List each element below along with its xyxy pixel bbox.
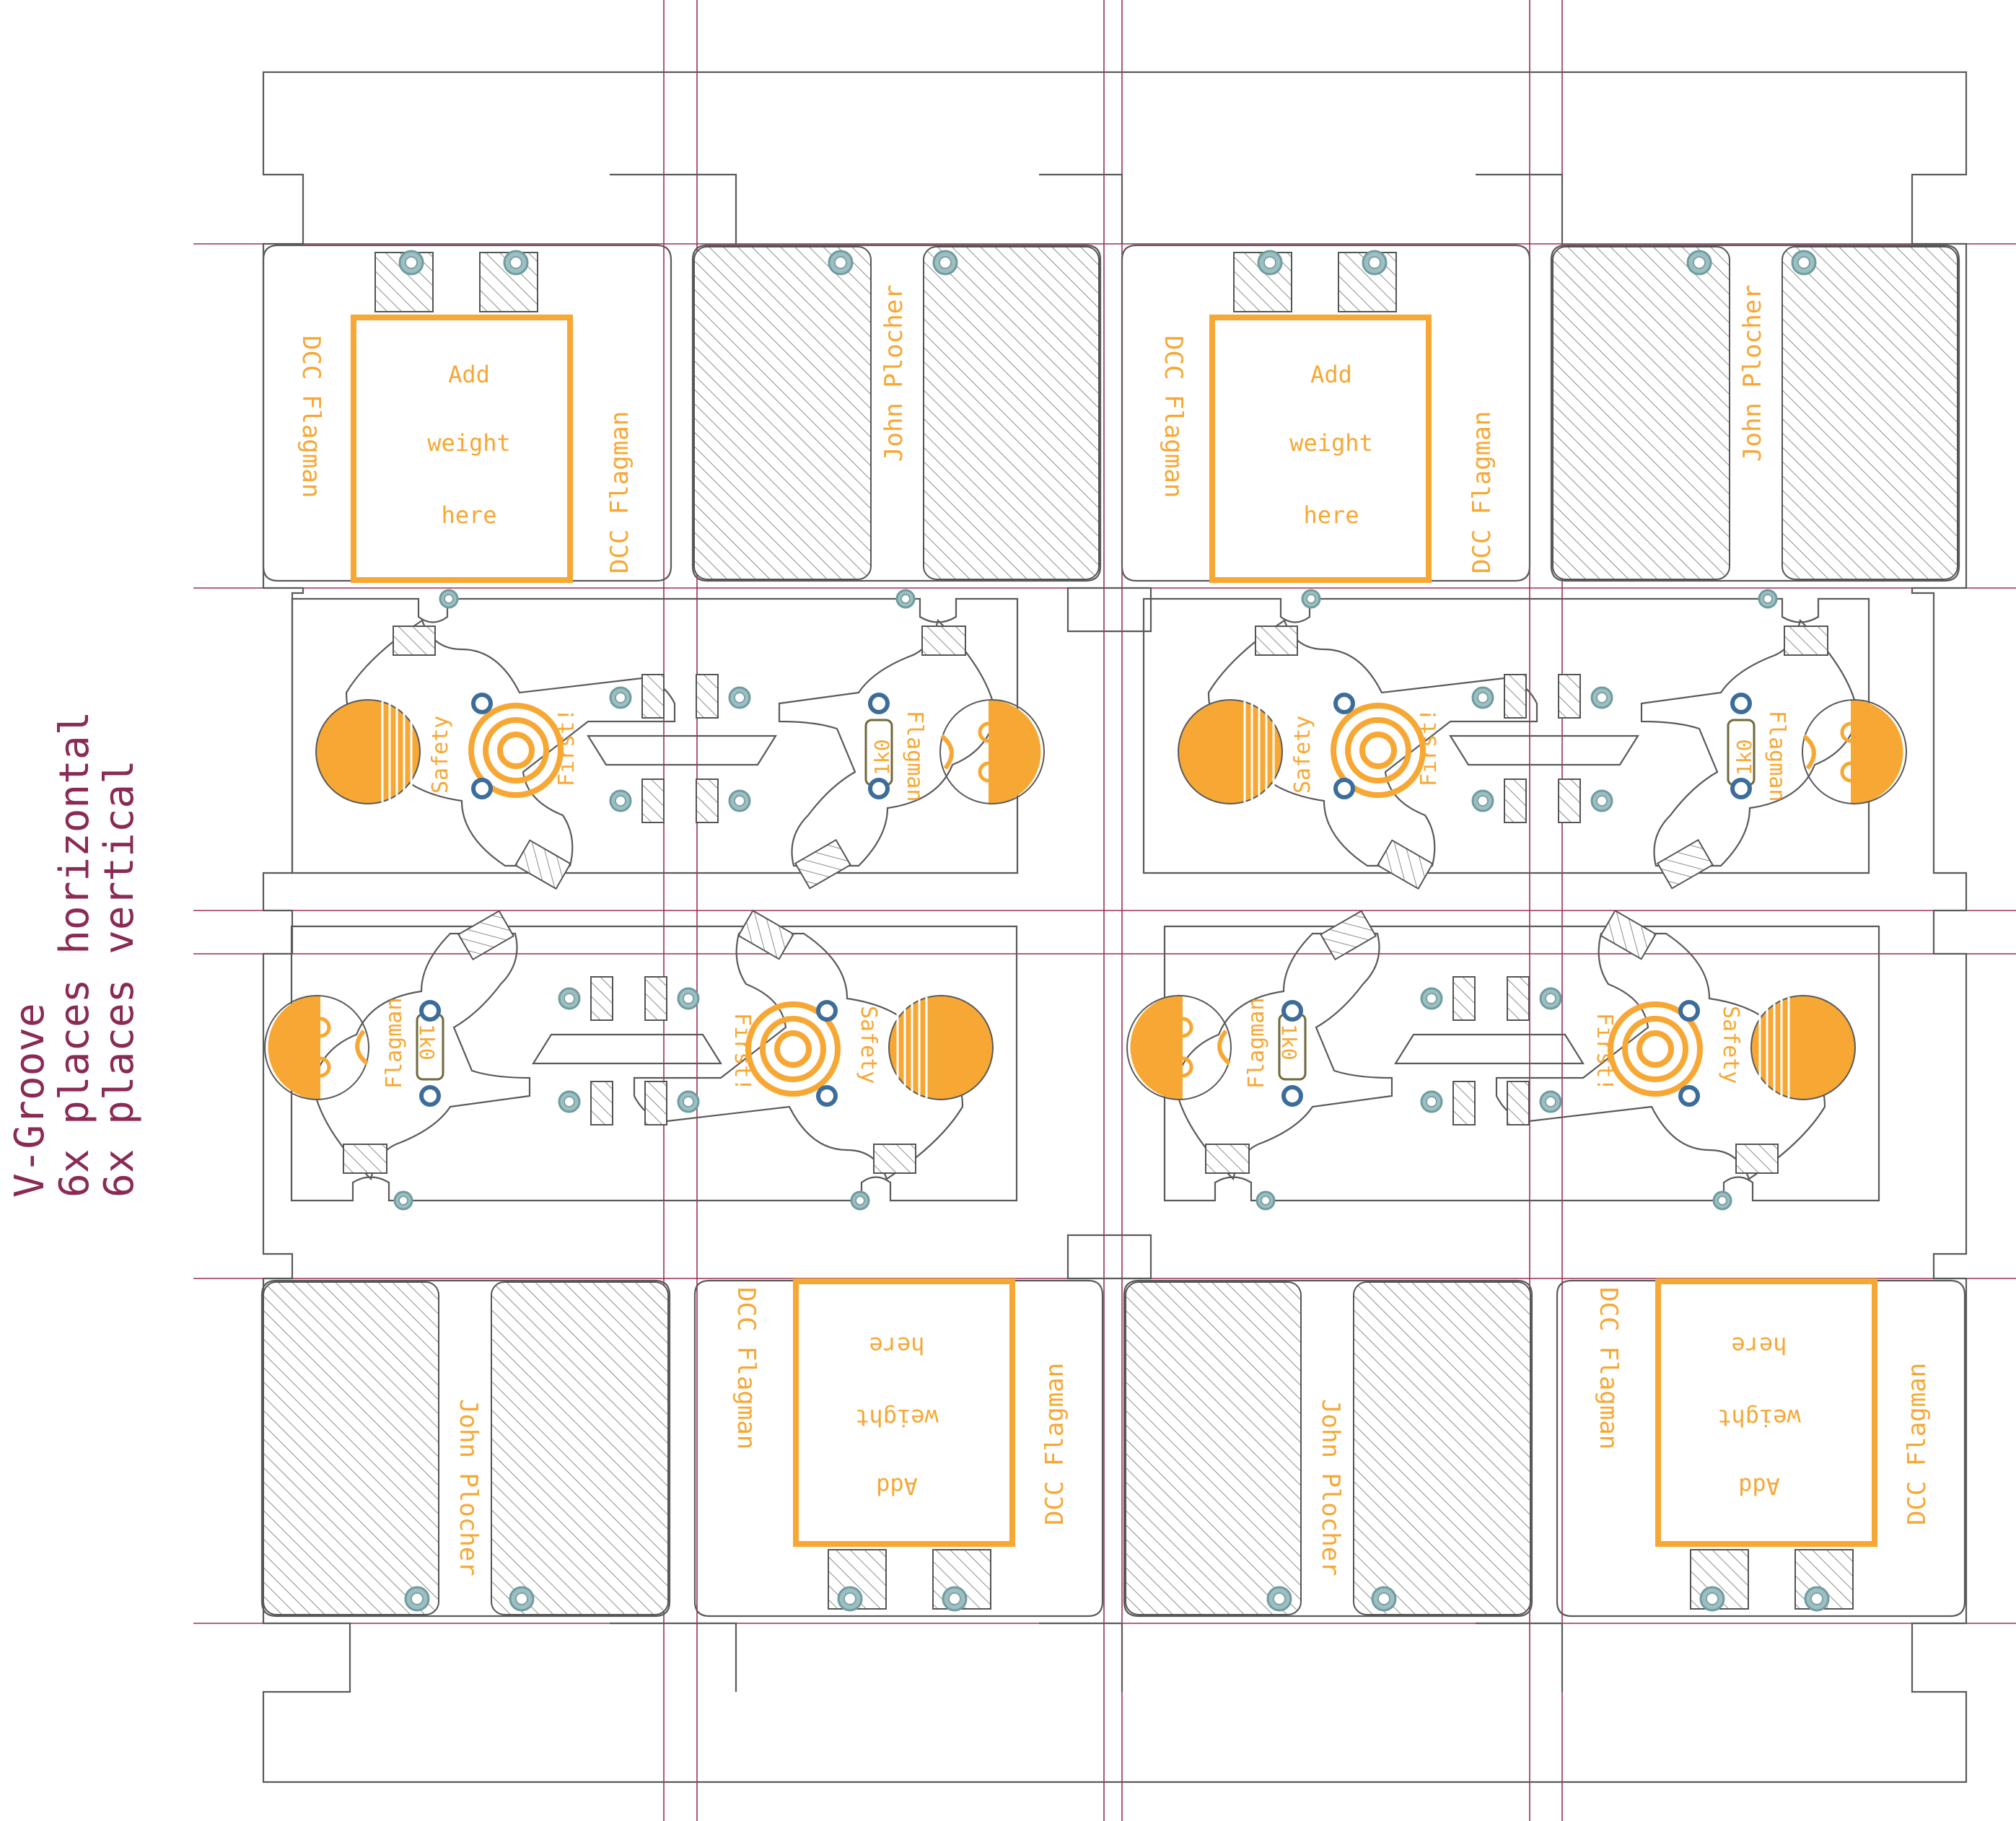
- weight-board-4: Add weight here DCC Flagman DCC Flagman: [1557, 1281, 1965, 1616]
- first-label: First!: [1592, 1013, 1617, 1091]
- figure-board-row-top-right: Safety First! 1k0 Flagman DCC: [1142, 589, 1907, 890]
- figure-board-row-top-left: Safety First! 1k0 Flagman DCC: [291, 589, 1045, 890]
- board-name-label: DCC Flagman: [1159, 335, 1188, 498]
- hatch-board-2: John Plocher: [1550, 244, 1960, 582]
- weight-label-add: Add: [1310, 361, 1352, 388]
- weight-label-here: here: [441, 501, 496, 529]
- author-label: John Plocher: [1316, 1399, 1345, 1576]
- note-line-3: 6x places vertical: [96, 760, 143, 1198]
- figure-board-row-bottom-left: Safety First! 1k0 Flagman DCC: [264, 909, 1018, 1211]
- first-label: First!: [554, 708, 579, 786]
- weight-board-3: Add weight here DCC Flagman DCC Flagman: [695, 1281, 1103, 1616]
- dcc-label: DCC: [1132, 1032, 1152, 1063]
- figure-board-row-bottom-right: Safety First! 1k0 Flagman DCC: [1126, 909, 1880, 1211]
- weight-label-here: here: [869, 1332, 924, 1359]
- note-line-2: 6x places horizontal: [51, 711, 98, 1198]
- author-label: John Plocher: [454, 1399, 483, 1576]
- weight-label-here: here: [1731, 1332, 1787, 1359]
- flagman-label: Flagman: [382, 998, 407, 1089]
- resistor-label: 1k0: [1277, 1024, 1301, 1061]
- first-label: First!: [729, 1013, 755, 1091]
- weight-label-weight: weight: [855, 1404, 939, 1431]
- flagman-label: Flagman: [1244, 998, 1269, 1089]
- resistor-label: 1k0: [870, 739, 894, 776]
- resistor-label: 1k0: [415, 1024, 439, 1061]
- hatch-board-4: John Plocher: [1123, 1279, 1533, 1618]
- board-name-label: DCC Flagman: [1468, 411, 1496, 574]
- safety-label: Safety: [1290, 716, 1315, 794]
- dcc-label: DCC: [270, 1032, 290, 1063]
- v-groove-note: V-Groove 6x places horizontal 6x places …: [6, 711, 143, 1198]
- board-name-label: DCC Flagman: [1903, 1363, 1932, 1525]
- note-line-1: V-Groove: [6, 1003, 53, 1198]
- dcc-label: DCC: [1019, 736, 1039, 767]
- resistor-label: 1k0: [1732, 739, 1756, 776]
- weight-label-add: Add: [876, 1473, 918, 1500]
- dcc-label: DCC: [1881, 736, 1901, 767]
- safety-label: Safety: [1718, 1006, 1743, 1084]
- board-name-label: DCC Flagman: [1594, 1287, 1623, 1449]
- weight-label-weight: weight: [1289, 429, 1373, 457]
- panel-frame: [262, 71, 1968, 1783]
- weight-label-here: here: [1303, 501, 1359, 529]
- flagman-label: Flagman: [1764, 711, 1789, 802]
- author-label: John Plocher: [1738, 284, 1767, 462]
- hatch-board-3: John Plocher: [260, 1279, 671, 1618]
- hatch-board-1: John Plocher: [691, 244, 1102, 582]
- board-name-label: DCC Flagman: [732, 1287, 761, 1449]
- weight-label-add: Add: [448, 361, 490, 388]
- safety-label: Safety: [428, 716, 453, 794]
- weight-label-add: Add: [1738, 1473, 1780, 1500]
- board-name-label: DCC Flagman: [297, 335, 325, 498]
- first-label: First!: [1416, 708, 1442, 786]
- safety-label: Safety: [856, 1006, 881, 1084]
- weight-board-1: Add weight here DCC Flagman DCC Flagman: [263, 245, 671, 581]
- weight-label-weight: weight: [427, 429, 511, 457]
- board-name-label: DCC Flagman: [605, 411, 634, 574]
- weight-board-2: Add weight here DCC Flagman DCC Flagman: [1122, 245, 1530, 581]
- weight-label-weight: weight: [1717, 1404, 1801, 1431]
- board-name-label: DCC Flagman: [1040, 1363, 1069, 1525]
- flagman-label: Flagman: [902, 711, 927, 802]
- author-label: John Plocher: [880, 284, 908, 462]
